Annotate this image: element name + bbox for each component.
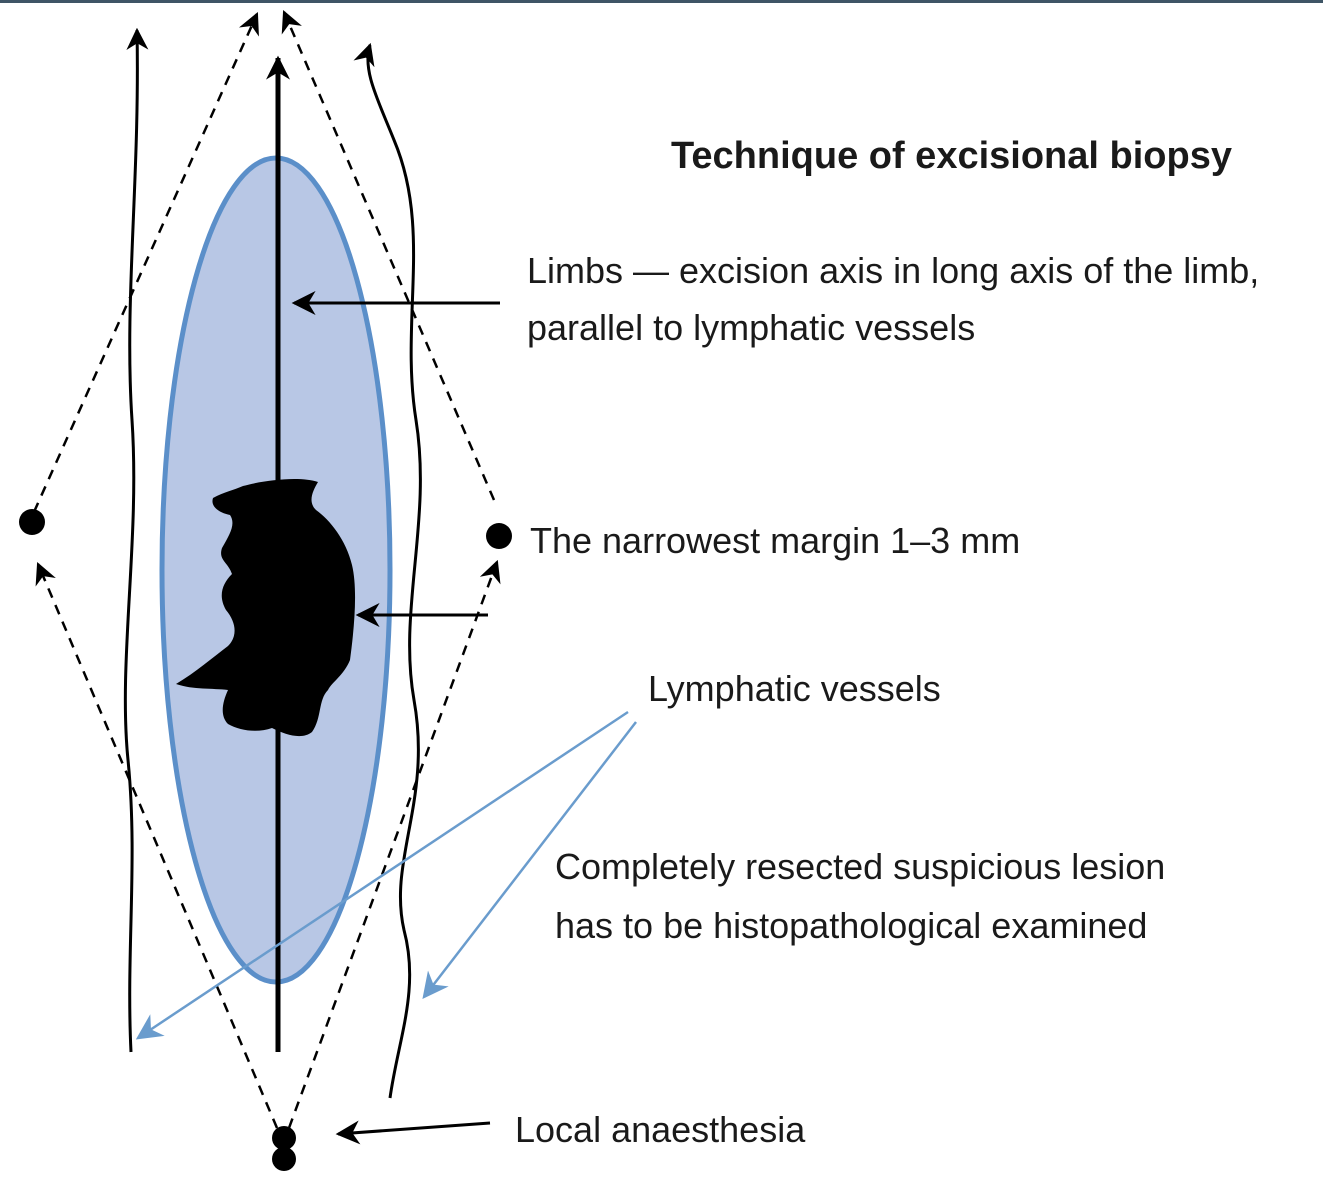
lymphatic-label: Lymphatic vessels xyxy=(648,668,941,709)
anaesthesia-point-lower xyxy=(272,1147,296,1171)
anaesthesia-pointer-arrow xyxy=(338,1123,490,1134)
margin-point-left xyxy=(19,509,45,535)
anaesthesia-label: Local anaesthesia xyxy=(515,1109,806,1150)
resected-label-line2: has to be histopathological examined xyxy=(555,905,1147,946)
margin-label: The narrowest margin 1–3 mm xyxy=(530,520,1020,561)
limbs-label-line2: parallel to lymphatic vessels xyxy=(527,307,975,348)
margin-point-right xyxy=(486,523,512,549)
resected-label-line1: Completely resected suspicious lesion xyxy=(555,846,1165,887)
lymphatic-vessel-left xyxy=(125,30,137,1052)
anaesthesia-point-upper xyxy=(272,1126,296,1150)
diagram-title: Technique of excisional biopsy xyxy=(671,135,1232,177)
limbs-label-line1: Limbs — excision axis in long axis of th… xyxy=(527,250,1259,291)
